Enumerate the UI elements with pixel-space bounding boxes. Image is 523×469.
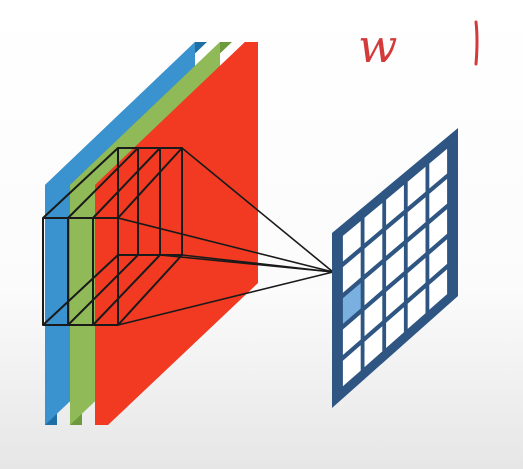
- output-cell: [407, 257, 426, 299]
- output-cell: [429, 269, 448, 310]
- output-cell: [407, 197, 426, 238]
- annotation-stroke: [474, 20, 479, 66]
- handwritten-annotation: w: [358, 19, 479, 73]
- kernel-edge-bottom-right: [117, 254, 183, 326]
- output-cell: [429, 209, 448, 250]
- output-cell: [429, 239, 448, 280]
- kernel-slice-1-top: [67, 147, 139, 219]
- output-cell: [429, 148, 448, 189]
- output-feature-map: [332, 128, 458, 408]
- annotation-letter-w: w: [358, 19, 397, 73]
- kernel-edge-top-right: [117, 147, 183, 219]
- output-cell: [386, 184, 404, 225]
- output-cell: [342, 221, 361, 262]
- kernel-slice-2-bottom: [92, 254, 161, 326]
- output-cell: [386, 276, 404, 318]
- kernel-edge-top-left: [42, 147, 119, 219]
- projection-line-mid: [159, 254, 334, 273]
- output-cell: [364, 326, 383, 368]
- kernel-slice-2-top: [92, 147, 161, 219]
- output-cell: [342, 345, 361, 387]
- projection-line-bottom-front: [117, 271, 334, 326]
- output-cell: [407, 288, 426, 329]
- output-cell: [386, 307, 404, 348]
- output-cell: [386, 246, 404, 287]
- projection-line-top-back: [181, 147, 334, 273]
- output-cell: [386, 215, 404, 256]
- output-cell: [364, 203, 383, 244]
- output-cell-highlighted: [342, 283, 361, 324]
- output-cell: [407, 227, 426, 268]
- output-cell: [342, 252, 361, 293]
- projection-line-top-front: [117, 217, 334, 273]
- output-cell: [342, 314, 361, 355]
- output-cell: [364, 233, 383, 275]
- output-cell: [364, 264, 383, 306]
- projection-lines: [117, 147, 334, 326]
- kernel-edge-bottom-left: [42, 254, 119, 326]
- kernel-slice-1-bottom: [67, 254, 139, 326]
- output-cell: [407, 166, 426, 207]
- output-cell: [429, 178, 448, 219]
- output-cell: [364, 295, 383, 337]
